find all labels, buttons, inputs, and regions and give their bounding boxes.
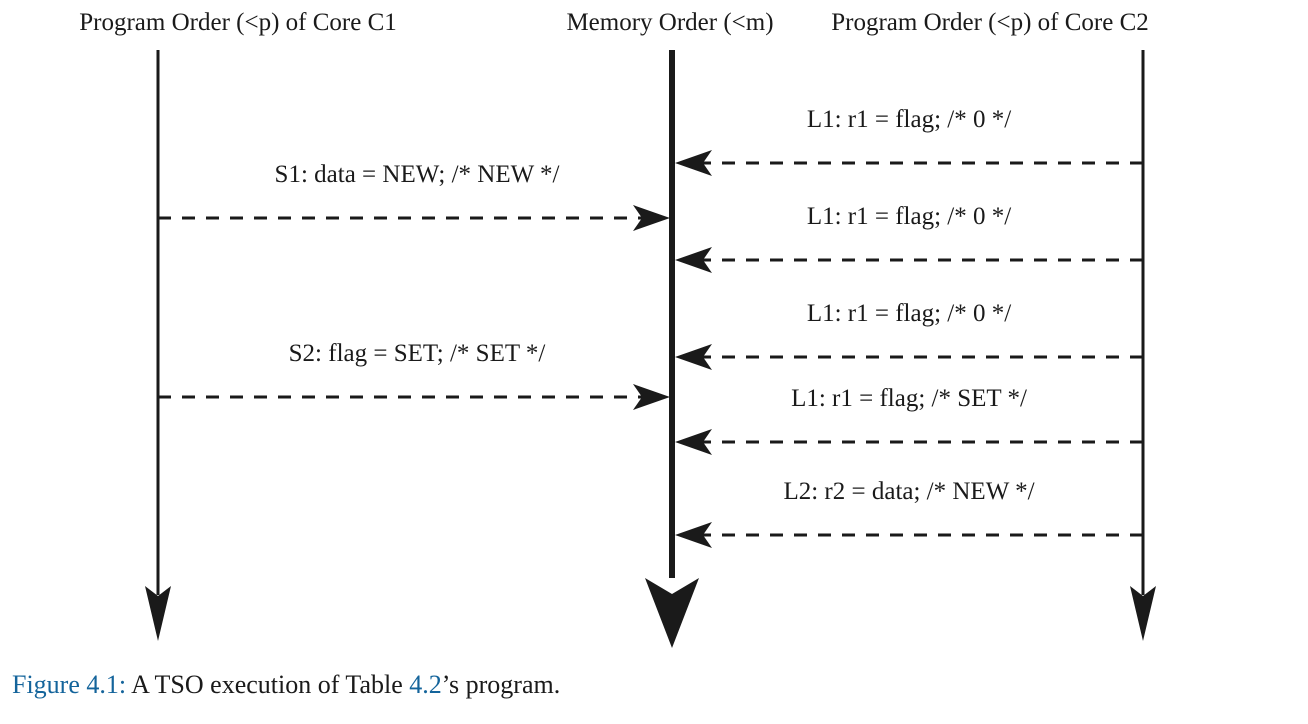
caption-figure-number[interactable]: Figure 4.1: (12, 670, 127, 699)
caption-table-reference[interactable]: 4.2 (409, 670, 442, 699)
edge-label-l1-d: L1: r1 = flag; /* SET */ (791, 385, 1027, 412)
edge-label-l1-a: L1: r1 = flag; /* 0 */ (806, 106, 1012, 133)
timeline-core-c1 (145, 50, 171, 641)
timeline-core-c2 (1130, 50, 1156, 641)
edge-label-l1-b: L1: r1 = flag; /* 0 */ (806, 203, 1012, 230)
caption-text-before: A TSO execution of Table (126, 670, 410, 699)
timeline-arrowhead-core-c1 (145, 586, 171, 641)
column-header-core-c1: Program Order (<p) of Core C1 (79, 9, 397, 36)
caption-text-after: ’s program. (441, 670, 561, 699)
edge-arrow-l1-c (675, 344, 1143, 370)
edge-label-s2: S2: flag = SET; /* SET */ (288, 340, 546, 367)
edge-arrow-l1-b (675, 247, 1143, 273)
edge-label-s1: S1: data = NEW; /* NEW */ (274, 161, 560, 188)
edge-label-l1-c: L1: r1 = flag; /* 0 */ (806, 300, 1012, 327)
edge-arrow-s2 (158, 384, 670, 410)
edge-arrow-l1-a (675, 150, 1143, 176)
column-header-core-c2: Program Order (<p) of Core C2 (831, 9, 1149, 36)
edge-label-l2: L2: r2 = data; /* NEW */ (783, 478, 1035, 505)
figure-caption: Figure 4.1: A TSO execution of Table 4.2… (12, 668, 560, 702)
edge-arrow-l1-d (675, 429, 1143, 455)
column-header-memory-order: Memory Order (<m) (566, 9, 774, 36)
edge-arrow-l2 (675, 522, 1143, 548)
timeline-arrowhead-memory-order (645, 578, 699, 648)
timeline-arrowhead-core-c2 (1130, 586, 1156, 641)
edge-arrow-s1 (158, 205, 670, 231)
